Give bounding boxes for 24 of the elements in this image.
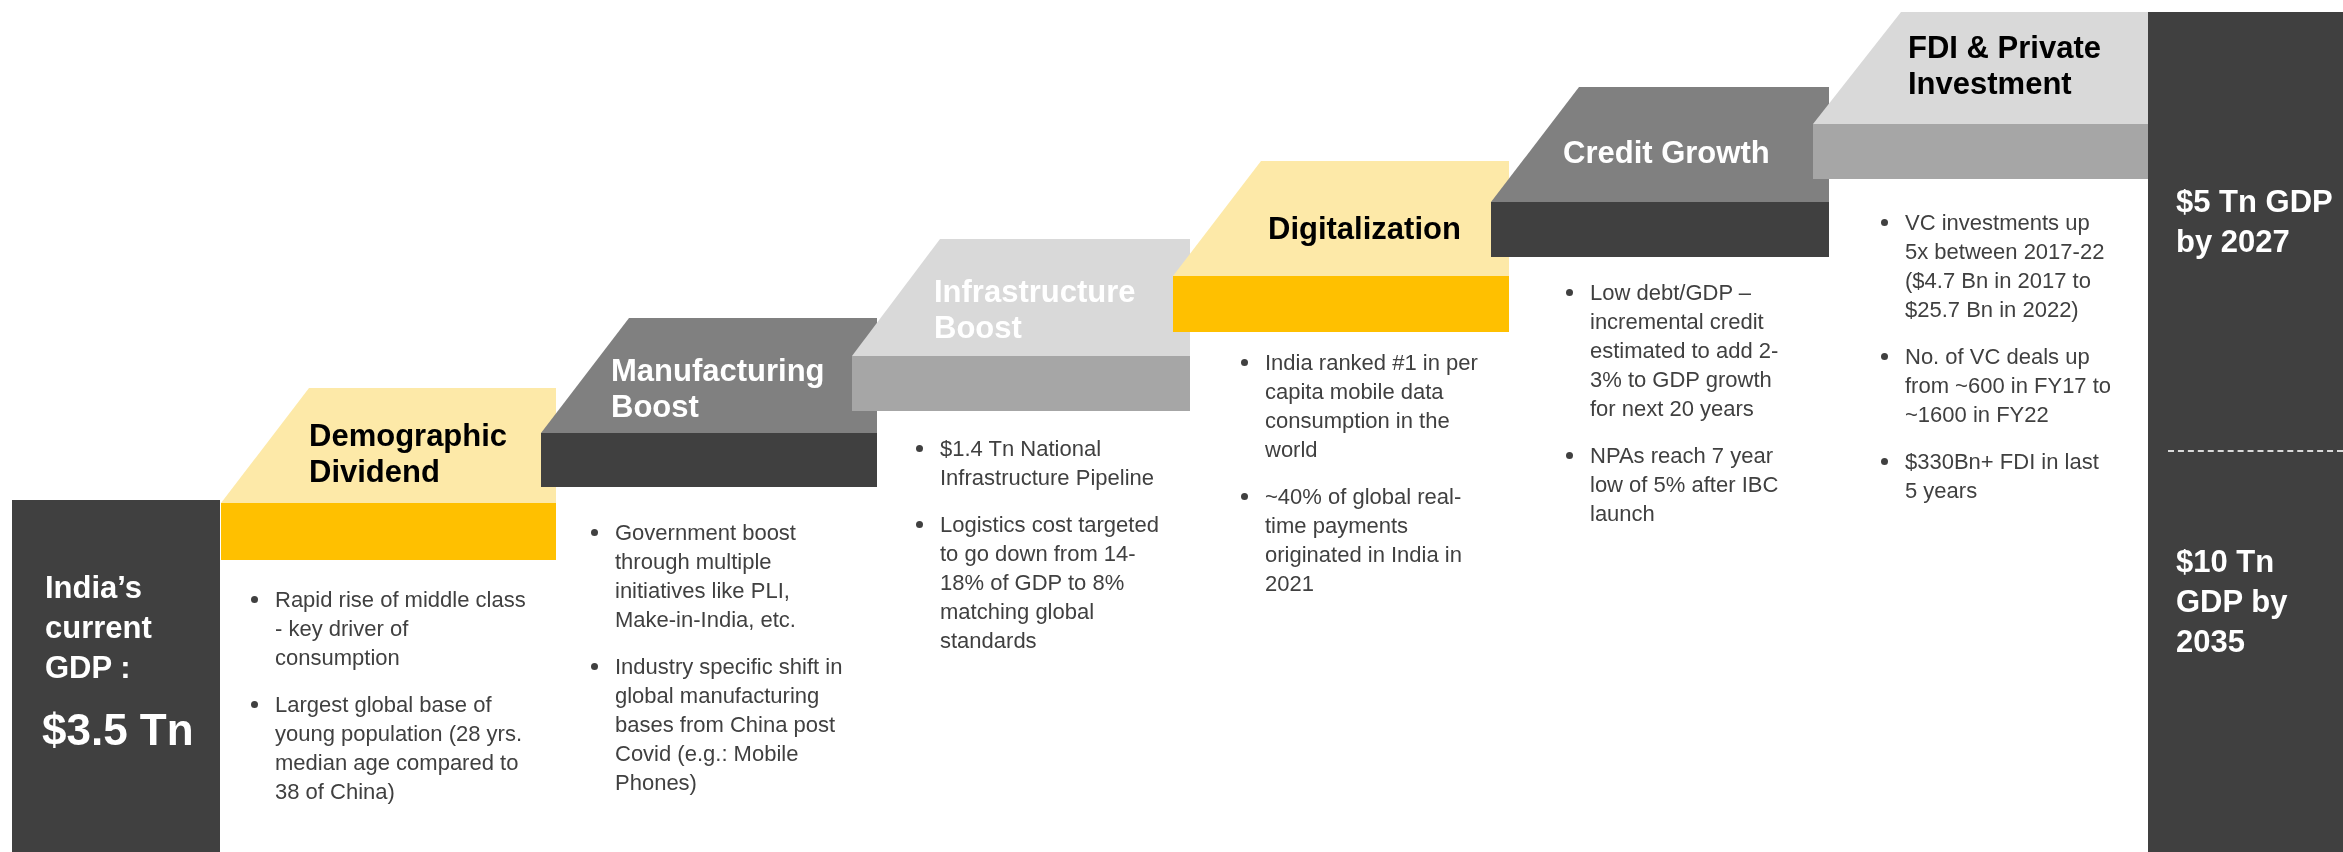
- bullet-text: Government boost through multiple initiatives like PLI, Make-in-India, etc.: [615, 520, 796, 632]
- bullet-text: Industry specific shift in global manufacturing bases from China post Covid (e.g.: Mobile Phones): [615, 654, 843, 795]
- target-gdp-panel: [2148, 12, 2343, 852]
- step-title: Credit Growth: [1563, 135, 1771, 171]
- gdp-value: $3.5 Tn: [42, 705, 194, 755]
- bullet-text: India ranked #1 in per capita mobile data consumption in the world: [1265, 350, 1478, 462]
- bullet-text: Rapid rise of middle class - key driver of consumption: [275, 587, 526, 670]
- bullet-text: VC investments up 5x between 2017-22 ($4.7 Bn in 2017 to $25.7 Bn in 2022): [1905, 210, 2105, 322]
- bullet-text: $1.4 Tn National Infrastructure Pipeline: [940, 436, 1154, 490]
- step-title: Digitalization: [1268, 211, 1462, 247]
- gdp-target-text: $5 Tn GDP by 2027: [2176, 183, 2334, 261]
- bullet-text: Low debt/GDP – incremental credit estimated to add 2-3% to GDP growth for next 20 years: [1590, 280, 1779, 421]
- step-title: Demographic Dividend: [309, 418, 509, 490]
- bullet-text: $330Bn+ FDI in last 5 years: [1905, 449, 2099, 503]
- bullet-text: Logistics cost targeted to go down from 14-18% of GDP to 8% matching global standards: [940, 512, 1159, 653]
- bullet-text: Largest global base of young population (28 yrs. median age compared to 38 of China): [275, 692, 523, 804]
- gdp-target-text: $10 Tn GDP by 2035: [2176, 543, 2289, 661]
- bullet-text: ~40% of global real-time payments originated in India in 2021: [1265, 484, 1462, 596]
- step-title: Manufacturing Boost: [611, 353, 826, 425]
- step-title: FDI & Private Investment: [1908, 30, 2102, 102]
- panel-heading: India’s current GDP :: [45, 569, 153, 687]
- current-gdp-panel: [12, 500, 220, 852]
- bullet-text: No. of VC deals up from ~600 in FY17 to ~1600 in FY22: [1905, 344, 2112, 427]
- bullet-text: NPAs reach 7 year low of 5% after IBC launch: [1590, 443, 1779, 526]
